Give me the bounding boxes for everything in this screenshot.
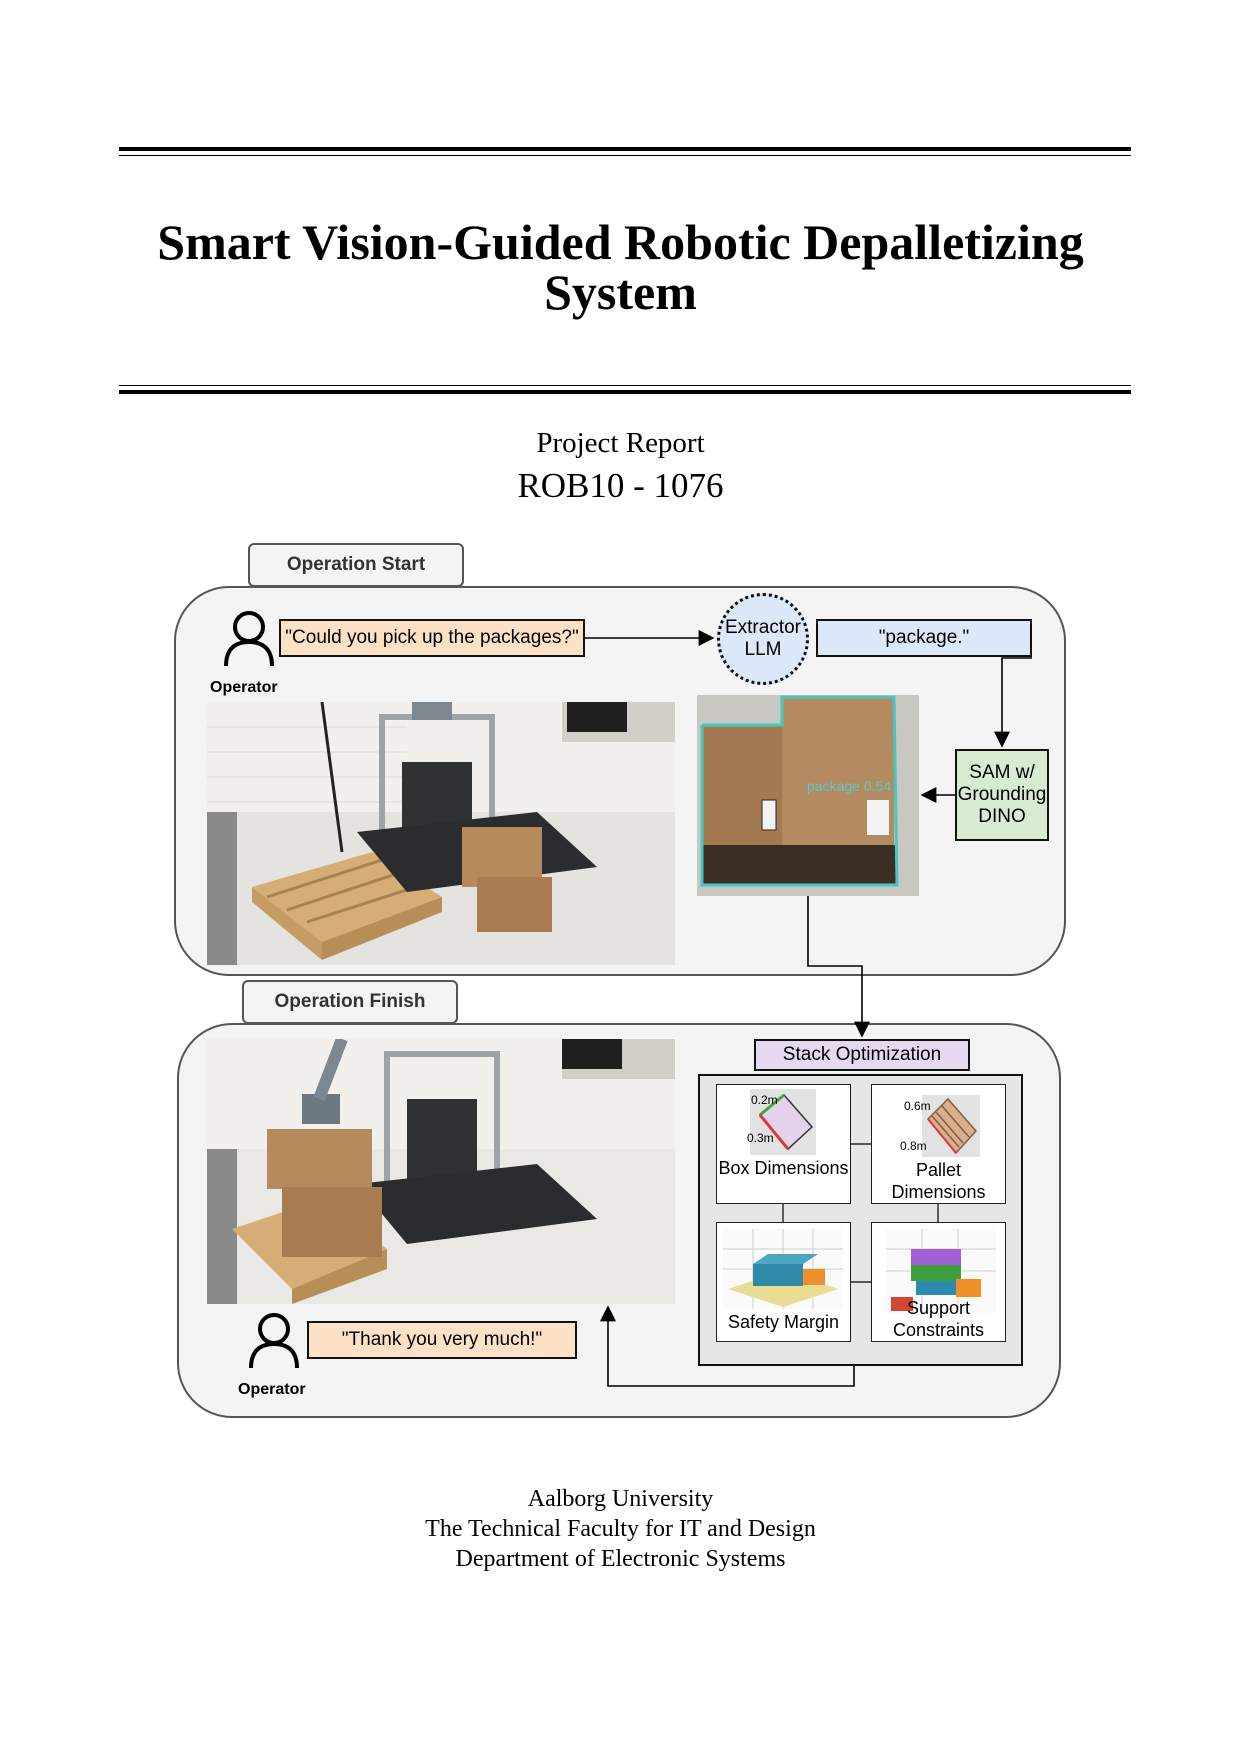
report-type: Project Report [536, 427, 705, 459]
report-code: ROB10 - 1076 [517, 466, 724, 505]
detection-label: package 0.54 [807, 778, 891, 794]
department-name: Department of Electronic Systems [455, 1546, 786, 1572]
extractor-llm-node: Extractor LLM [717, 593, 809, 685]
faculty-name: The Technical Faculty for IT and Design [425, 1516, 816, 1542]
pallet-dim-b: 0.8m [900, 1139, 927, 1153]
lab-photo-finish [207, 1039, 675, 1304]
sam-grounding-dino-box: SAM w/ Grounding DINO [955, 749, 1049, 841]
operation-start-label: Operation Start [248, 543, 464, 587]
operator-label-top: Operator [210, 679, 278, 696]
box-dim-a: 0.2m [751, 1093, 778, 1107]
operation-finish-label: Operation Finish [242, 980, 458, 1024]
box-dimensions-label: Box Dimensions [718, 1158, 849, 1178]
safety-margin-label: Safety Margin [727, 1312, 840, 1332]
prompt-output-box: "package." [816, 619, 1032, 657]
operator-icon [249, 1313, 299, 1369]
university-name: Aalborg University [527, 1486, 714, 1512]
lab-photo-start [207, 702, 675, 965]
stack-optimization-label: Stack Optimization [754, 1039, 970, 1071]
operator-label-bottom: Operator [238, 1381, 306, 1398]
mid-rule-thin [119, 385, 1131, 386]
segmentation-image: package 0.54 [697, 695, 919, 896]
support-constraints-card: Support Constraints [871, 1222, 1006, 1342]
box-dim-b: 0.3m [747, 1131, 774, 1145]
mid-rule-thick [119, 390, 1131, 394]
top-rule-thin [119, 155, 1131, 156]
user-request-bubble: "Could you pick up the packages?" [279, 619, 585, 657]
safety-margin-card: Safety Margin [716, 1222, 851, 1342]
pallet-dimensions-label: Pallet Dimensions [891, 1160, 986, 1202]
top-rule-thick [119, 147, 1131, 151]
pallet-dimensions-card: 0.6m 0.8m Pallet Dimensions [871, 1084, 1006, 1204]
pallet-dim-a: 0.6m [904, 1099, 931, 1113]
operator-icon [224, 611, 274, 667]
box-dimensions-card: 0.2m 0.3m Box Dimensions [716, 1084, 851, 1204]
thanks-bubble: "Thank you very much!" [307, 1321, 577, 1359]
document-title: Smart Vision-Guided Robotic Depalletizin… [157, 214, 1084, 320]
support-constraints-label: Support Constraints [892, 1298, 985, 1340]
